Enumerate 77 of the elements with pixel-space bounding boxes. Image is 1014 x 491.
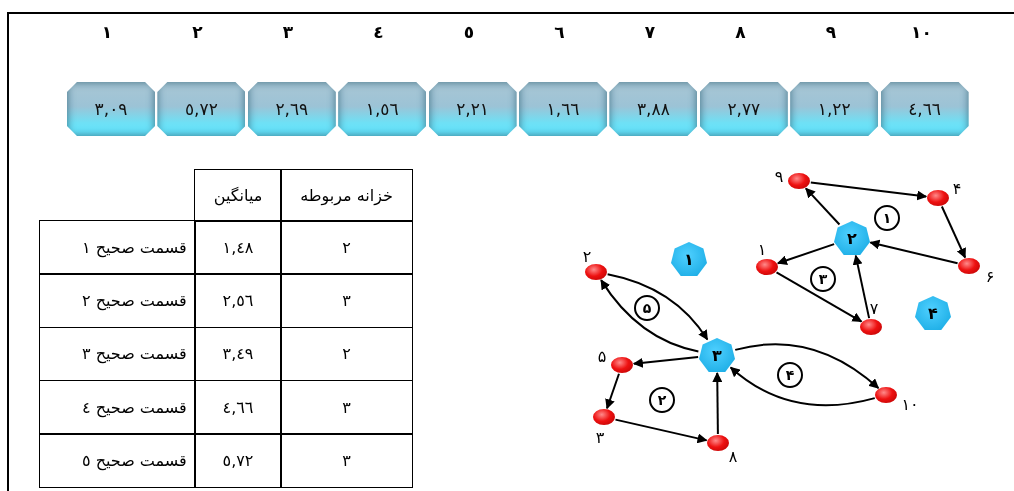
table-cell: ٣ bbox=[280, 273, 413, 329]
arrow bbox=[600, 279, 700, 353]
value-tile: ٥,٧٢ bbox=[157, 82, 246, 136]
arrow bbox=[605, 372, 620, 410]
table-cell: ٤,٦٦ bbox=[194, 379, 282, 435]
vertex-number: ۵ bbox=[597, 346, 607, 366]
column-header: خزانه مربوطه bbox=[280, 169, 413, 222]
column-number: ٨ bbox=[735, 22, 746, 42]
arrow bbox=[712, 372, 723, 435]
cycle-number: ۵ bbox=[634, 295, 660, 321]
table-cell: قسمت صحیح ٢ bbox=[39, 273, 196, 329]
value-tile: ٣,٠٩ bbox=[67, 82, 155, 136]
vertex-dot bbox=[707, 435, 729, 451]
column-number: ٢ bbox=[192, 22, 203, 42]
value-tile: ٣,٨٨ bbox=[609, 82, 698, 136]
value-tile: ٢,٧٧ bbox=[699, 82, 788, 136]
value-tile: ٢,٢١ bbox=[428, 82, 517, 136]
table-cell: قسمت صحیح ١ bbox=[39, 220, 196, 275]
vertex-number: ۷ bbox=[869, 298, 879, 318]
table-cell: ٣ bbox=[280, 433, 413, 488]
column-header: میانگین bbox=[194, 169, 282, 222]
value-tile: ١,٦٦ bbox=[519, 82, 607, 136]
vertex-number: ۴ bbox=[952, 178, 962, 198]
arrow bbox=[776, 243, 836, 266]
vertex-dot bbox=[958, 258, 980, 274]
table-cell: قسمت صحیح ٣ bbox=[39, 326, 196, 382]
arrow bbox=[940, 205, 967, 259]
vertex-number: ۱ bbox=[757, 239, 767, 259]
vertex-dot bbox=[927, 190, 949, 206]
value-tile: ١,٢٢ bbox=[790, 82, 879, 136]
column-number: ٩ bbox=[825, 22, 837, 42]
value-tile: ٤,٦٦ bbox=[880, 82, 969, 136]
table-cell: ٢ bbox=[280, 220, 413, 275]
arrow bbox=[606, 273, 709, 341]
column-number: ١٠ bbox=[911, 22, 932, 42]
vertex-dot bbox=[585, 264, 607, 280]
arrow bbox=[614, 418, 708, 444]
table-cell: ٣ bbox=[280, 379, 413, 435]
arrow bbox=[734, 343, 880, 390]
vertex-number: ۹ bbox=[774, 166, 784, 186]
cycle-number: ۱ bbox=[874, 205, 900, 231]
value-tile: ٢,٦٩ bbox=[247, 82, 336, 136]
table-cell: ٥,٧٢ bbox=[194, 433, 282, 488]
table-cell: ٣,٤٩ bbox=[194, 326, 282, 382]
vertex-number: ۶ bbox=[985, 266, 995, 286]
cycle-number: ۲ bbox=[649, 387, 675, 413]
vertex-dot bbox=[756, 259, 778, 275]
vertex-number: ۲ bbox=[582, 246, 592, 266]
cycle-number: ۳ bbox=[810, 266, 836, 292]
arrow bbox=[809, 181, 928, 201]
value-tile: ١,٥٦ bbox=[338, 82, 427, 136]
arrow bbox=[729, 366, 876, 407]
column-number: ١ bbox=[101, 22, 113, 42]
vertex-dot bbox=[611, 357, 633, 373]
column-number: ٤ bbox=[373, 22, 384, 42]
table-cell: قسمت صحیح ٤ bbox=[39, 379, 196, 435]
vertex-dot bbox=[593, 409, 615, 425]
vertex-number: ۱۰ bbox=[901, 394, 919, 414]
arrow bbox=[632, 356, 700, 368]
arrow bbox=[852, 254, 871, 320]
column-number: ٦ bbox=[554, 22, 565, 42]
arrow bbox=[804, 187, 841, 226]
column-number: ٧ bbox=[644, 22, 656, 42]
cycle-number: ۴ bbox=[777, 362, 803, 388]
table-cell: ١,٤٨ bbox=[194, 220, 282, 275]
arrow bbox=[869, 239, 959, 265]
column-number: ٣ bbox=[282, 22, 294, 42]
table-cell: قسمت صحیح ٥ bbox=[39, 433, 196, 488]
table-cell: ٢ bbox=[280, 326, 413, 382]
vertex-number: ۳ bbox=[595, 427, 605, 447]
arrow bbox=[775, 271, 863, 323]
vertex-dot bbox=[860, 319, 882, 335]
column-number: ٥ bbox=[463, 22, 475, 42]
table-cell: ٢,٥٦ bbox=[194, 273, 282, 329]
vertex-dot bbox=[788, 173, 810, 189]
vertex-dot bbox=[875, 387, 897, 403]
vertex-number: ۸ bbox=[728, 446, 738, 466]
